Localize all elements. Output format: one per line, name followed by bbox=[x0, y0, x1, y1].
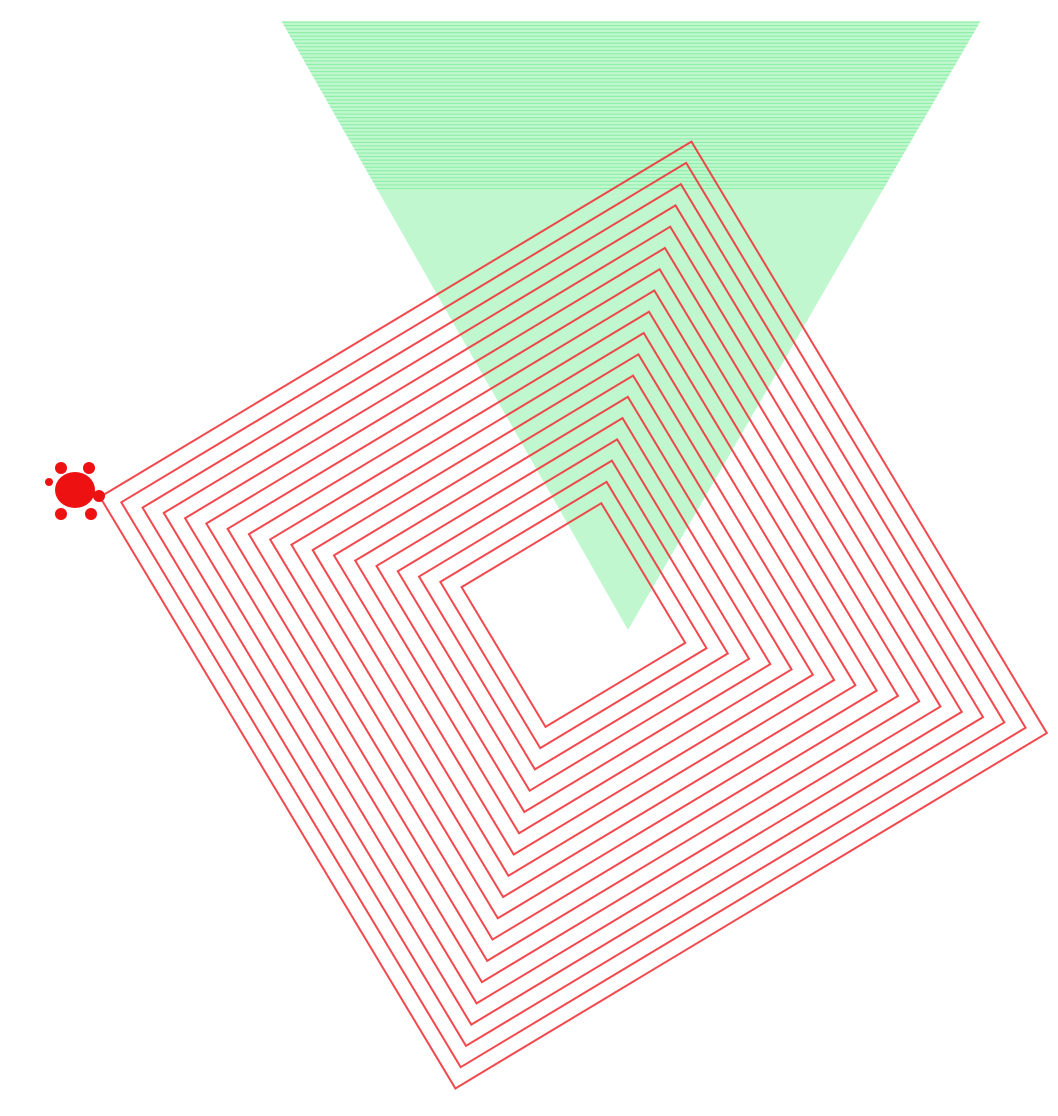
square-ring bbox=[183, 225, 964, 1005]
turtle-leg bbox=[85, 508, 97, 520]
square-ring bbox=[396, 438, 751, 793]
square-ring bbox=[98, 140, 1049, 1090]
turtle-leg bbox=[55, 508, 67, 520]
square-ring bbox=[311, 352, 836, 878]
turtle-shell bbox=[55, 472, 95, 508]
square-ring bbox=[268, 310, 879, 920]
square-ring bbox=[141, 182, 1006, 1048]
red-square-spiral bbox=[98, 140, 1049, 1090]
square-ring bbox=[375, 416, 772, 814]
square-ring bbox=[247, 289, 900, 941]
turtle-icon bbox=[45, 462, 105, 520]
turtle-head bbox=[93, 490, 105, 502]
square-ring bbox=[119, 161, 1027, 1069]
turtle-tail bbox=[45, 478, 53, 486]
turtle-leg bbox=[55, 462, 67, 474]
green-triangle-spiral bbox=[282, 21, 980, 630]
square-ring bbox=[290, 331, 857, 899]
square-ring bbox=[438, 480, 708, 750]
turtle-leg bbox=[83, 462, 95, 474]
square-ring bbox=[353, 395, 793, 835]
square-ring bbox=[204, 246, 942, 984]
square-ring bbox=[417, 459, 730, 771]
square-ring bbox=[162, 204, 985, 1027]
square-ring bbox=[226, 267, 921, 963]
square-ring bbox=[332, 374, 815, 856]
square-ring bbox=[460, 501, 687, 729]
